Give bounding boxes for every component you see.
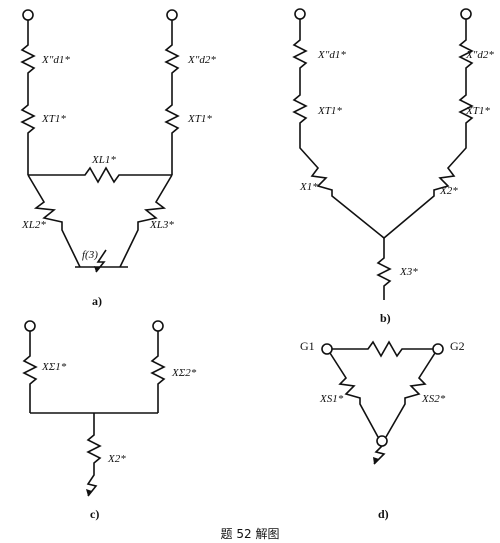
fault-arrow-c-icon [86,489,92,496]
label-b-x2: X2* [439,185,458,197]
label-d-xs2: XS2* [421,393,446,405]
source-terminal-right-b [460,8,472,20]
label-b-xd1: X"d1* [317,49,346,61]
label-b-xt1-right: XT1* [465,105,490,117]
figure-caption: 题 52 解图 [221,527,280,541]
label-a-xt1-right: XT1* [187,113,212,125]
source-terminal-left-b [294,8,306,20]
label-c-x2: X2* [107,453,126,465]
label-a-xd2: X"d2* [187,54,216,66]
fault-arrow-head-d-icon [373,457,379,464]
label-d-xs1: XS1* [319,393,344,405]
reactance-x3-b [376,238,392,300]
reactance-xl1 [28,166,172,184]
reactance-top-d [332,340,433,358]
reactance-x2-c [86,413,102,497]
source-terminal-left [22,9,34,21]
reactance-xl2 [27,174,81,268]
panel-c: XΣ1* XΣ2* X2* c) [22,320,197,521]
reactance-xs1-d [329,352,379,438]
generator-node-g1 [321,343,333,355]
panel-a: X"d1* X"d2* XT1* XT1* XL1* XL2* XL3* f(3… [20,9,216,308]
label-d-g1: G1 [300,339,315,353]
source-terminal-right-c [152,320,164,332]
reactance-xs2-c [150,331,166,413]
label-a-fault: f(3) [82,249,98,261]
fault-arrow-head-icon [94,266,100,272]
label-c-xs2: XΣ2* [171,367,197,379]
branch-right-b [383,19,474,239]
label-b-xd2: X"d2* [465,49,494,61]
fault-node-d [376,435,388,447]
caption-a: a) [92,294,102,308]
generator-node-g2 [432,343,444,355]
caption-d: d) [378,507,389,521]
branch-left-b [292,19,385,239]
label-b-xt1-left: XT1* [317,105,342,117]
source-terminal-right [166,9,178,21]
caption-b: b) [380,311,391,325]
label-d-g2: G2 [450,339,465,353]
branch-left-a [20,20,36,175]
label-a-xl3: XL3* [149,219,174,231]
label-a-xl1: XL1* [91,154,116,166]
fault-arrow-icon [95,249,107,273]
label-c-xs1: XΣ1* [41,361,67,373]
label-a-xl2: XL2* [21,219,46,231]
label-a-xt1-left: XT1* [41,113,66,125]
reactance-xs1-c [22,331,38,413]
branch-right-a [164,20,180,175]
panel-b: X"d1* X"d2* XT1* XT1* X1* X2* X3* b) [292,8,494,325]
panel-d: G1 G2 XS1* XS2* d) [300,339,465,521]
source-terminal-left-c [24,320,36,332]
label-b-x1: X1* [299,181,318,193]
label-a-xd1: X"d1* [41,54,70,66]
reactance-xl3 [119,174,173,268]
reactance-xs2-d [385,352,436,438]
label-b-x3: X3* [399,266,418,278]
caption-c: c) [90,507,99,521]
